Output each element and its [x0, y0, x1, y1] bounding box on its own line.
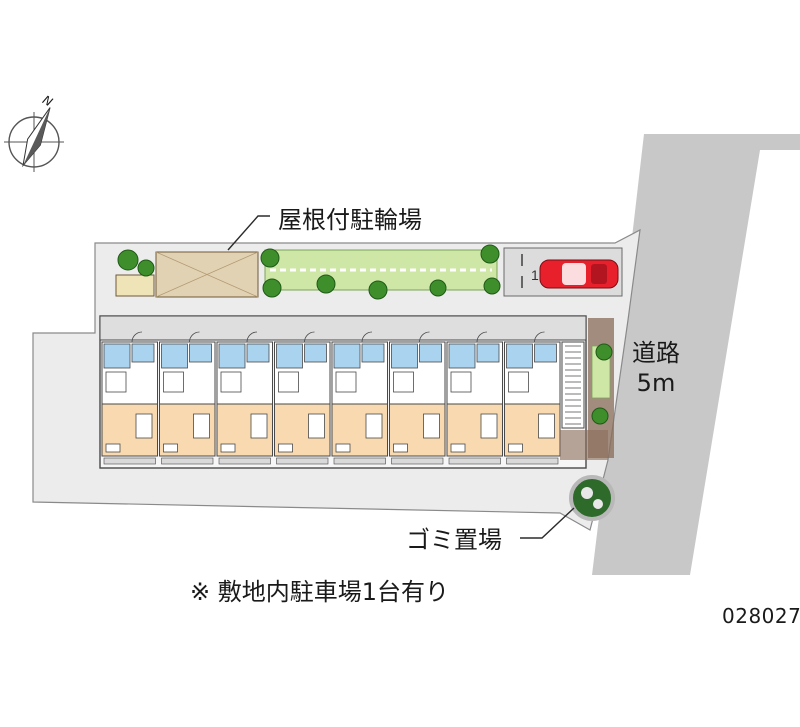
- garbage-leader-line: [520, 507, 575, 539]
- tree: [429, 279, 447, 297]
- unit: [101, 331, 158, 465]
- parking-number: 1: [531, 267, 539, 283]
- tree: [591, 407, 609, 425]
- corridor: [99, 315, 587, 341]
- garbage-area-label: ゴミ置場: [406, 526, 502, 554]
- bike-leader-line: [227, 215, 270, 251]
- staircase: [561, 341, 585, 429]
- bicycle-rack: [115, 274, 155, 297]
- road-name: 道路: [632, 339, 680, 367]
- road-width: 5m: [636, 369, 676, 397]
- unit: [274, 331, 331, 465]
- tree: [483, 277, 501, 295]
- tree: [137, 259, 155, 277]
- units-group: [101, 331, 561, 465]
- unit: [216, 331, 273, 465]
- road-label: 道路 5m: [632, 338, 680, 398]
- tree: [595, 343, 613, 361]
- tree: [117, 249, 139, 271]
- unit: [159, 331, 216, 465]
- unit: [389, 331, 446, 465]
- car-icon: [539, 259, 619, 289]
- compass-icon: [4, 107, 64, 172]
- property-code: 028027: [722, 604, 800, 628]
- tree: [260, 248, 280, 268]
- tree: [262, 278, 282, 298]
- road: [592, 134, 800, 575]
- parking-note: ※ 敷地内駐車場1台有り: [190, 578, 450, 606]
- bicycle-parking-label: 屋根付駐輪場: [278, 206, 422, 234]
- trees: [117, 244, 613, 425]
- tree: [316, 274, 336, 294]
- tree: [368, 280, 388, 300]
- tree: [480, 244, 500, 264]
- unit: [446, 331, 503, 465]
- unit: [331, 331, 388, 465]
- entrance-paving: [560, 430, 608, 460]
- garbage-icon: [569, 475, 615, 521]
- unit: [504, 331, 561, 465]
